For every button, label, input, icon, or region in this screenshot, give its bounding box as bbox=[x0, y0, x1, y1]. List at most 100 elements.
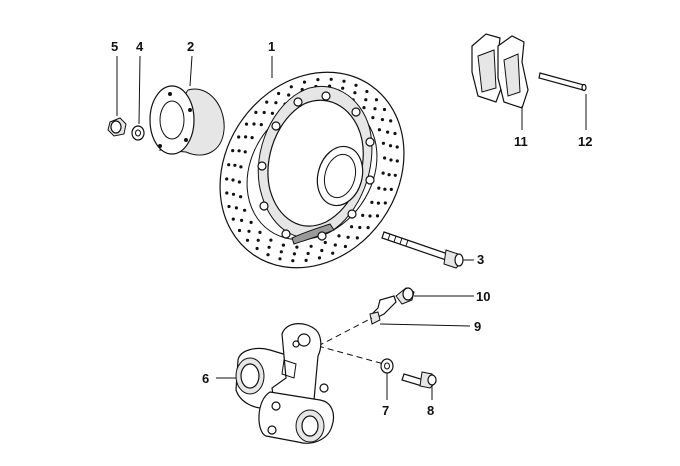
disc-hole bbox=[337, 234, 341, 238]
disc-hole bbox=[233, 163, 237, 167]
disc-hole bbox=[265, 100, 269, 104]
disc-hole bbox=[343, 244, 347, 249]
disc-hole bbox=[389, 187, 393, 191]
disc-hole bbox=[234, 206, 238, 210]
disc-hole bbox=[243, 208, 247, 212]
label-part-9: 9 bbox=[474, 319, 482, 334]
brake-pads bbox=[471, 33, 529, 109]
disc-hole bbox=[237, 228, 242, 233]
disc-hole bbox=[381, 141, 385, 145]
disc-hole bbox=[244, 135, 248, 139]
disc-hole bbox=[269, 238, 273, 242]
disc-hole bbox=[258, 230, 262, 234]
pad-pin bbox=[538, 72, 587, 92]
disc-hole bbox=[279, 250, 283, 254]
caliper-bolt bbox=[401, 371, 437, 389]
disc-hole bbox=[262, 110, 266, 115]
disc-hole bbox=[239, 195, 243, 199]
disc-perforations bbox=[225, 77, 399, 263]
disc-hole bbox=[259, 123, 263, 127]
disc-hole bbox=[292, 252, 296, 256]
disc-hole bbox=[383, 201, 387, 205]
disc-hole bbox=[255, 246, 259, 251]
disc-hole bbox=[309, 244, 313, 248]
disc-hole bbox=[239, 165, 243, 169]
disc-hole bbox=[277, 91, 281, 96]
spacer-ring bbox=[149, 85, 225, 156]
label-part-3: 3 bbox=[477, 252, 485, 267]
disc-hole bbox=[227, 163, 231, 167]
disc-hole bbox=[387, 173, 391, 177]
disc-hole bbox=[237, 135, 241, 139]
disc-hole bbox=[289, 85, 293, 89]
disc-hole bbox=[393, 131, 397, 136]
label-part-5: 5 bbox=[111, 39, 119, 54]
disc-hole bbox=[362, 106, 366, 110]
disc-hole bbox=[358, 225, 362, 230]
disc-hole bbox=[377, 128, 381, 132]
long-bolt bbox=[381, 231, 464, 269]
disc-hole bbox=[388, 144, 393, 148]
label-part-6: 6 bbox=[202, 371, 210, 386]
label-part-4: 4 bbox=[136, 39, 144, 54]
disc-hole bbox=[240, 218, 244, 222]
disc-hole bbox=[231, 149, 235, 153]
disc-hole bbox=[366, 226, 370, 230]
disc-hole bbox=[389, 119, 393, 123]
disc-hole bbox=[245, 238, 250, 242]
caliper-washer bbox=[380, 358, 394, 374]
disc-hole bbox=[331, 251, 335, 255]
disc-hole bbox=[361, 213, 365, 217]
leader-lines bbox=[116, 55, 587, 400]
disc-hole bbox=[231, 178, 235, 182]
disc-hole bbox=[295, 245, 299, 249]
disc-hole bbox=[316, 78, 320, 82]
disc-hole bbox=[370, 200, 374, 204]
disc-hole bbox=[383, 156, 387, 160]
disc-hole bbox=[317, 256, 322, 260]
disc-hole bbox=[382, 107, 387, 112]
disc-hole bbox=[395, 145, 399, 149]
disc-hole bbox=[375, 214, 380, 218]
disc-hole bbox=[249, 220, 253, 224]
disc-hole bbox=[231, 192, 236, 196]
disc-hole bbox=[333, 243, 337, 247]
disc-hole bbox=[377, 186, 381, 190]
disc-hole bbox=[393, 173, 397, 177]
disc-hole bbox=[342, 79, 346, 83]
disc-hole bbox=[320, 248, 324, 253]
disc-hole bbox=[354, 83, 358, 87]
disc-hole bbox=[270, 111, 274, 115]
disc-hole bbox=[278, 257, 282, 261]
assembly-axis bbox=[317, 345, 385, 365]
disc-hole bbox=[244, 122, 249, 126]
label-part-8: 8 bbox=[427, 403, 435, 418]
disc-hole bbox=[287, 93, 291, 97]
label-part-12: 12 bbox=[578, 134, 593, 149]
disc-hole bbox=[365, 89, 369, 94]
disc-hole bbox=[267, 245, 271, 249]
disc-hole bbox=[395, 159, 399, 163]
disc-hole bbox=[304, 258, 308, 262]
disc-hole bbox=[364, 98, 368, 102]
label-part-7: 7 bbox=[382, 403, 390, 418]
label-part-10: 10 bbox=[476, 289, 491, 304]
disc-hole bbox=[225, 191, 229, 195]
disc-hole bbox=[374, 98, 379, 102]
disc-hole bbox=[227, 204, 231, 209]
nut bbox=[107, 117, 127, 137]
disc-hole bbox=[231, 217, 235, 221]
disc-hole bbox=[383, 187, 387, 191]
disc-hole bbox=[329, 77, 333, 81]
label-part-11: 11 bbox=[514, 134, 528, 149]
disc-hole bbox=[350, 225, 354, 229]
disc-hole bbox=[291, 259, 295, 263]
disc-hole bbox=[376, 201, 380, 205]
disc-hole bbox=[373, 107, 377, 111]
disc-hole bbox=[302, 80, 307, 84]
disc-hole bbox=[256, 238, 260, 242]
disc-hole bbox=[274, 101, 278, 105]
disc-carrier bbox=[257, 85, 375, 245]
